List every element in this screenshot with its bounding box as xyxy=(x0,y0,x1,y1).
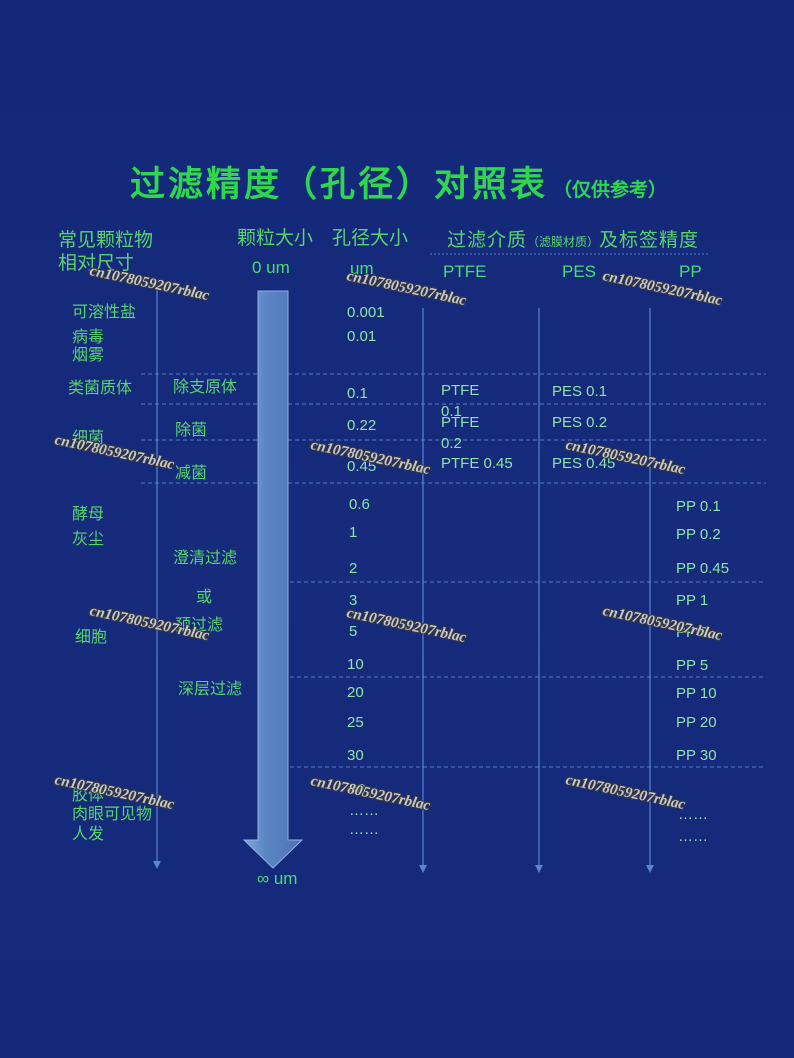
header-media: 过滤介质（滤膜材质）及标签精度 xyxy=(447,229,699,253)
ptfe-grade: PTFE 0.45 xyxy=(441,455,513,472)
process-label: 深层过滤 xyxy=(178,679,243,698)
process-label: 除支原体 xyxy=(173,377,238,396)
pp-grade: PP 0.2 xyxy=(676,526,721,543)
ptfe-column-header: PTFE xyxy=(443,262,487,281)
pp-grade: PP 5 xyxy=(676,657,709,674)
pp-grade: PP 30 xyxy=(676,747,717,764)
pp-column-header: PP xyxy=(679,262,702,281)
particle-label: 类菌质体 xyxy=(68,378,133,397)
pes-grade: PES 0.45 xyxy=(552,455,616,472)
particle-max-label: ∞ um xyxy=(257,869,298,888)
process-label: 减菌 xyxy=(175,463,208,482)
pore-unit-label: um xyxy=(350,259,374,278)
header-particles-line1: 常见颗粒物 xyxy=(58,229,154,251)
pore-size-value: 10 xyxy=(347,656,364,673)
particles-axis-arrow xyxy=(153,290,161,869)
watermark-text: cn1078059207rblac xyxy=(53,432,176,474)
process-label: 除菌 xyxy=(175,420,208,439)
header-media-tail: 及标签精度 xyxy=(599,229,700,251)
watermark-text: cn1078059207rblac xyxy=(88,263,211,305)
pore-size-value: 30 xyxy=(347,747,364,764)
pp-grade: PP 10 xyxy=(676,685,717,702)
header-particle-size: 颗粒大小 xyxy=(237,227,314,249)
pore-size-value: 5 xyxy=(349,623,358,640)
pore-size-value: 0.45 xyxy=(347,458,377,475)
ptfe-grade: PTFE 0.2 xyxy=(441,414,480,452)
ptfe-axis-arrow xyxy=(419,308,427,873)
process-label: 澄清过滤 xyxy=(173,548,238,567)
pp-grade-ellipsis: …… xyxy=(678,828,708,845)
watermark-text: cn1078059207rblac xyxy=(601,268,724,310)
particle-label: 细菌 xyxy=(72,428,105,447)
particle-label: 胶体 xyxy=(72,785,105,804)
size-scale-big-arrow xyxy=(242,290,304,869)
header-media-material: （滤膜材质） xyxy=(527,235,600,249)
particle-label: 灰尘 xyxy=(72,529,105,548)
process-label: 或 xyxy=(196,587,213,606)
pes-axis-arrow xyxy=(535,308,543,873)
pore-size-value: 20 xyxy=(347,684,364,701)
particle-min-label: 0 um xyxy=(252,258,290,277)
page-title: 过滤精度（孔径）对照表 xyxy=(130,165,549,205)
pore-size-value: 0.22 xyxy=(347,417,377,434)
pore-size-value: 0.001 xyxy=(347,304,385,321)
particle-label: 人发 xyxy=(72,824,105,843)
header-particles-line2: 相对尺寸 xyxy=(58,252,135,274)
particle-label: 可溶性盐 xyxy=(72,302,137,321)
pore-size-value: 2 xyxy=(349,560,358,577)
watermark-text: cn1078059207rblac xyxy=(345,605,468,647)
pore-size-value: 0.6 xyxy=(349,496,370,513)
particle-label: 酵母 xyxy=(72,504,105,523)
watermark-text: cn1078059207rblac xyxy=(564,772,687,814)
pore-size-ellipsis: …… xyxy=(349,802,379,819)
pore-size-ellipsis: …… xyxy=(349,821,379,838)
header-pore-size: 孔径大小 xyxy=(332,227,409,249)
pore-size-value: 40 xyxy=(349,781,366,798)
pp-grade: PP 3 xyxy=(676,624,709,641)
pes-grade: PES 0.1 xyxy=(552,383,608,400)
pore-size-value: 25 xyxy=(347,714,364,731)
pes-column-header: PES xyxy=(562,262,597,281)
pore-size-value: 3 xyxy=(349,592,358,609)
pp-grade: PP 20 xyxy=(676,714,717,731)
particle-label: 细胞 xyxy=(75,627,108,646)
pore-size-value: 0.1 xyxy=(347,385,368,402)
pore-size-value: 1 xyxy=(349,524,358,541)
particle-label: 病毒 xyxy=(72,327,105,346)
pp-grade: PP 0.45 xyxy=(676,560,730,577)
pp-grade: PP 0.1 xyxy=(676,498,721,515)
particle-label: 烟雾 xyxy=(72,345,105,364)
ptfe-grade: PTFE 0.1 xyxy=(441,382,480,420)
particle-label: 肉眼可见物 xyxy=(72,804,153,823)
pp-grade: PP 1 xyxy=(676,592,709,609)
process-label: 预过滤 xyxy=(175,615,224,634)
pp-grade-ellipsis: …… xyxy=(678,806,708,823)
title-note: （仅供参考） xyxy=(553,179,668,201)
pes-grade: PES 0.2 xyxy=(552,414,608,431)
pore-size-value: 0.01 xyxy=(347,328,377,345)
header-media-main: 过滤介质 xyxy=(447,229,528,251)
